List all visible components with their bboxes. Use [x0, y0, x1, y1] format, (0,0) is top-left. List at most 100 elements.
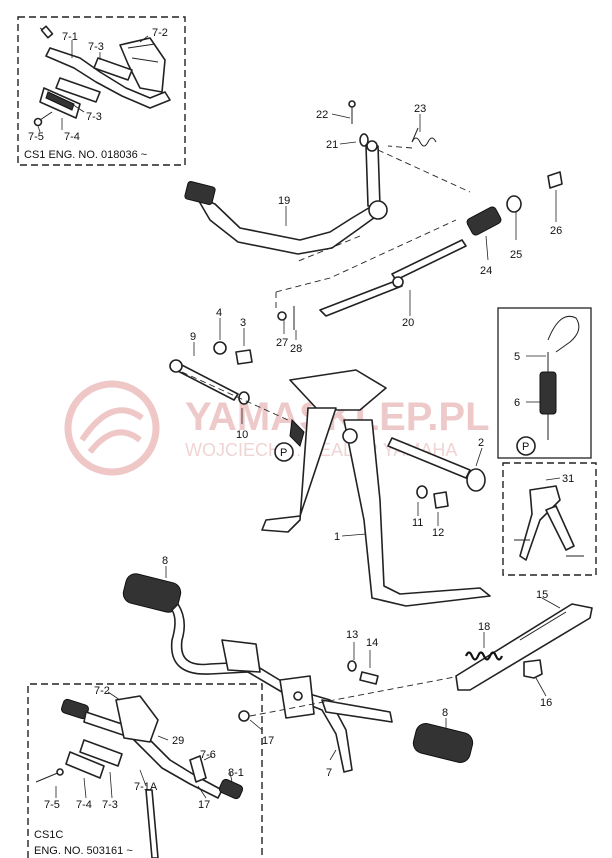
bolt-7-5 [33, 117, 43, 127]
spring-24 [466, 206, 502, 236]
p-marker-right [516, 436, 536, 456]
footrest-bar-7-1a [83, 711, 223, 799]
label-14: 14 [366, 637, 378, 649]
nut-25 [506, 195, 522, 213]
footrest-rubber-left [122, 573, 182, 613]
label-8-right: 8 [442, 707, 448, 719]
side-stand-15 [455, 603, 593, 691]
main-stand: P 9 4 3 10 2 11 12 1 [169, 307, 491, 607]
label-12: 12 [432, 527, 444, 539]
pedal-pad-icon [184, 181, 216, 205]
shaft-end [466, 468, 486, 492]
washer-17 [238, 710, 250, 722]
label-1: 1 [334, 531, 340, 543]
label-7-6: 7-6 [200, 749, 216, 761]
side-stand-assembly: 15 18 16 [455, 589, 593, 709]
bolt-16 [523, 659, 543, 679]
shaft-2 [387, 437, 471, 479]
label-7-5: 7-5 [28, 131, 44, 143]
label-23: 23 [414, 103, 426, 115]
label-10: 10 [236, 429, 248, 441]
label-5: 5 [514, 351, 520, 363]
label-7-1: 7-1 [62, 31, 78, 43]
stand-leg-right [343, 419, 491, 607]
label-7-1a: 7-1A [134, 781, 158, 793]
pedal-pivot [368, 200, 388, 220]
label-4: 4 [216, 307, 222, 319]
label-7-3-top: 7-3 [88, 41, 104, 53]
hook-5 [547, 315, 580, 353]
stand-leg-left [261, 407, 337, 533]
label-6: 6 [514, 397, 520, 409]
washer-11 [416, 485, 428, 499]
label-11: 11 [412, 517, 423, 529]
stand-bracket [289, 369, 387, 411]
spring-inset-frame [497, 307, 592, 459]
p-marker-right-text: P [522, 441, 529, 453]
label-7-2: 7-2 [152, 27, 168, 39]
label-7-5-cs1c: 7-5 [44, 799, 60, 811]
label-26: 26 [550, 225, 562, 237]
stand-spring-hook [289, 418, 305, 447]
label-7-2-cs1c: 7-2 [94, 685, 110, 697]
cs1-inset-frame [17, 16, 186, 166]
washer-3 [235, 349, 253, 365]
washer-27 [277, 311, 287, 321]
footrest-assembly: 8 8 13 14 7 17 [122, 555, 474, 779]
label-17-cs1c: 17 [198, 799, 210, 811]
brake-pedal-assembly: 19 22 21 23 24 25 26 20 27 28 [184, 100, 563, 355]
bracket-7-2 [119, 37, 166, 93]
rubber-8-1 [218, 778, 244, 800]
label-29: 29 [172, 735, 184, 747]
spring-6 [539, 371, 557, 415]
label-2: 2 [478, 437, 484, 449]
bolt-14 [359, 671, 379, 685]
footrest-bracket-left [221, 639, 261, 673]
bracket-7-2-cs1c [115, 695, 159, 743]
plate-7-3-cs1c [79, 739, 123, 767]
label-31: 31 [562, 473, 574, 485]
label-22: 22 [316, 109, 328, 121]
label-8-1: 8-1 [228, 767, 244, 779]
rod-20 [391, 239, 467, 281]
nut-12 [433, 491, 449, 509]
cap-26 [547, 171, 563, 189]
label-18: 18 [478, 621, 490, 633]
footrest-bar-7-1 [45, 47, 171, 109]
spring-inset: 5 6 P [497, 307, 592, 459]
caption-cs1: CS1 ENG. NO. 018036 ~ [24, 149, 147, 161]
label-7-4: 7-4 [64, 131, 80, 143]
washer-13 [347, 660, 357, 672]
cs1-inset: 7-1 7-3 7-2 7-3 7-4 7-5 CS1 ENG. NO. 018… [17, 16, 186, 166]
label-7-4-cs1c: 7-4 [76, 799, 92, 811]
label-9: 9 [190, 331, 196, 343]
label-25: 25 [510, 249, 522, 261]
label-16: 16 [540, 697, 552, 709]
label-7-3-bottom: 7-3 [86, 111, 102, 123]
plate-7-3-upper [93, 57, 133, 81]
p-marker-left-text: P [280, 447, 287, 459]
label-17: 17 [262, 735, 274, 747]
p-marker-left [274, 442, 294, 462]
washer-21 [359, 133, 369, 147]
label-24: 24 [480, 265, 492, 277]
pin-7-6 [189, 755, 207, 783]
spring-18 [464, 651, 504, 661]
label-20: 20 [402, 317, 414, 329]
stand-inset-frame [502, 462, 597, 576]
stand-inset: 31 [502, 462, 597, 576]
pad-7-4-cs1c [65, 751, 105, 779]
label-21: 21 [326, 139, 338, 151]
cs1c-inset-frame [27, 683, 263, 858]
footrest-rubber-right [412, 723, 474, 763]
label-3: 3 [240, 317, 246, 329]
label-7: 7 [326, 767, 332, 779]
label-19: 19 [278, 195, 290, 207]
label-28: 28 [290, 343, 302, 355]
nut-4 [213, 341, 227, 355]
label-15: 15 [536, 589, 548, 601]
caption-cs1c: CS1C [34, 829, 63, 841]
pedal-lever [365, 145, 381, 207]
cs1c-inset: 7-2 29 7-6 8-1 7-1A 7-5 7-4 7-3 17 CS1C … [27, 683, 263, 858]
